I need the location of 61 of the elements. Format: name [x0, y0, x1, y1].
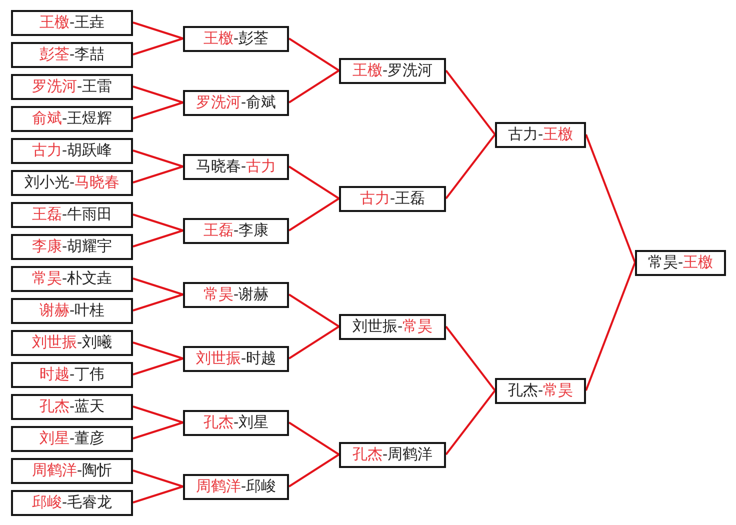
- match-box: 谢赫-叶桂: [11, 298, 133, 324]
- match-box: 孔杰-常昊: [495, 378, 586, 404]
- bracket-line: [445, 134, 496, 200]
- bracket-line: [288, 454, 340, 488]
- bracket-line: [585, 134, 636, 263]
- match-box: 古力-胡跃峰: [11, 138, 133, 164]
- match-box: 刘世振-刘曦: [11, 330, 133, 356]
- bracket-line: [288, 326, 340, 360]
- bracket-line: [132, 150, 184, 168]
- bracket-line: [132, 38, 184, 56]
- bracket-line: [132, 406, 184, 424]
- bracket-line: [288, 422, 340, 456]
- bracket-line: [445, 70, 496, 136]
- match-box: 彭荃-李喆: [11, 42, 133, 68]
- match-box: 李康-胡耀宇: [11, 234, 133, 260]
- match-box: 周鹤洋-邱峻: [183, 474, 289, 500]
- bracket-line: [288, 166, 340, 200]
- match-box: 俞斌-王煜辉: [11, 106, 133, 132]
- match-box: 常昊-王檄: [635, 250, 726, 276]
- match-box: 邱峻-毛睿龙: [11, 490, 133, 516]
- match-box: 王磊-牛雨田: [11, 202, 133, 228]
- bracket-line: [132, 22, 184, 40]
- match-box: 常昊-谢赫: [183, 282, 289, 308]
- match-box: 常昊-朴文垚: [11, 266, 133, 292]
- bracket-line: [585, 262, 636, 391]
- match-box: 孔杰-刘星: [183, 410, 289, 436]
- bracket-line: [132, 166, 184, 184]
- match-box: 刘星-董彦: [11, 426, 133, 452]
- match-box: 刘世振-时越: [183, 346, 289, 372]
- bracket-line: [132, 230, 184, 248]
- match-box: 王檄-王垚: [11, 10, 133, 36]
- bracket-line: [132, 342, 184, 360]
- match-box: 古力-王檄: [495, 122, 586, 148]
- match-box: 马晓春-古力: [183, 154, 289, 180]
- bracket-line: [288, 38, 340, 72]
- bracket-line: [445, 390, 496, 456]
- match-box: 周鹤洋-陶忻: [11, 458, 133, 484]
- bracket-line: [132, 86, 184, 104]
- bracket-line: [445, 326, 496, 392]
- match-box: 孔杰-蓝天: [11, 394, 133, 420]
- match-box: 王磊-李康: [183, 218, 289, 244]
- match-box: 王檄-彭荃: [183, 26, 289, 52]
- match-box: 刘世振-常昊: [339, 314, 446, 340]
- bracket-line: [132, 486, 184, 504]
- match-box: 孔杰-周鹤洋: [339, 442, 446, 468]
- match-box: 罗洗河-俞斌: [183, 90, 289, 116]
- match-box: 王檄-罗洗河: [339, 58, 446, 84]
- match-box: 罗洗河-王雷: [11, 74, 133, 100]
- bracket-line: [132, 214, 184, 232]
- bracket-line: [132, 294, 184, 312]
- bracket-line: [132, 358, 184, 376]
- bracket-line: [132, 102, 184, 120]
- bracket-line: [132, 278, 184, 296]
- match-box: 时越-丁伟: [11, 362, 133, 388]
- bracket-line: [288, 70, 340, 104]
- bracket-line: [132, 470, 184, 488]
- bracket-line: [132, 422, 184, 440]
- bracket-line: [288, 198, 340, 232]
- match-box: 古力-王磊: [339, 186, 446, 212]
- match-box: 刘小光-马晓春: [11, 170, 133, 196]
- bracket-line: [288, 294, 340, 328]
